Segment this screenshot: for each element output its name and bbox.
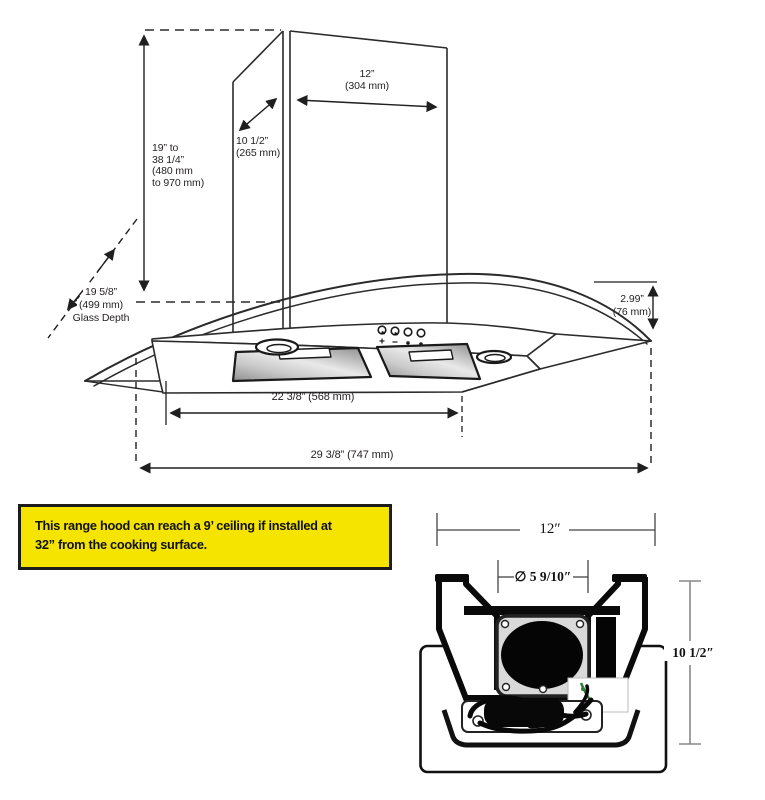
dim-body-width: [165, 381, 463, 437]
lamps: [254, 338, 513, 365]
power-cord: [467, 684, 594, 734]
cs-dim-width: [436, 513, 656, 546]
ceiling-note: This range hood can reach a 9’ ceiling i…: [18, 504, 392, 570]
chimney-drawing: [232, 30, 448, 333]
dim-duct-depth: [238, 97, 278, 132]
total-width-label: 29 3/8” (747 mm): [310, 449, 394, 461]
grease-filters: [231, 342, 482, 383]
glass-edge-height-label: 2.99” (76 mm): [612, 293, 652, 318]
cross-section-width-label: 12″: [539, 521, 561, 537]
dim-total-width: [135, 358, 649, 474]
button-symbols: [379, 338, 423, 346]
body-width-label: 22 3/8” (568 mm): [271, 391, 355, 403]
filter-handle-right: [408, 349, 454, 362]
ceiling-note-line2: 32” from the cooking surface.: [35, 537, 207, 552]
chimney-height-label: 19” to 38 1/4” (480 mm to 970 mm): [152, 142, 205, 189]
glass-depth-label: 19 5/8” (499 mm) Glass Depth: [70, 286, 132, 326]
cs-dim-height: [679, 580, 701, 745]
lamp-left-inner: [266, 343, 292, 354]
ceiling-reference-line: [136, 29, 283, 303]
dim-chimney-width: [296, 94, 438, 113]
filter-right: [375, 342, 482, 381]
chimney-width-label: 12” (304 mm): [344, 68, 390, 92]
cross-section-diameter-label: ∅ 5 9/10″: [514, 569, 572, 584]
cs-dim-diameter: [497, 560, 589, 593]
control-buttons: [377, 325, 426, 346]
junction-box: [596, 617, 616, 683]
ceiling-note-line1: This range hood can reach a 9’ ceiling i…: [35, 518, 332, 533]
lamp-right-inner: [484, 353, 506, 363]
cross-section-height-label: 10 1/2″: [664, 645, 722, 661]
cross-section-drawing: [419, 513, 701, 774]
dim-glass-depth: [47, 218, 138, 339]
duct-depth-label: 10 1/2” (265 mm): [236, 135, 281, 159]
duct-outlet: [501, 621, 583, 689]
dim-glass-edge: [594, 281, 659, 466]
